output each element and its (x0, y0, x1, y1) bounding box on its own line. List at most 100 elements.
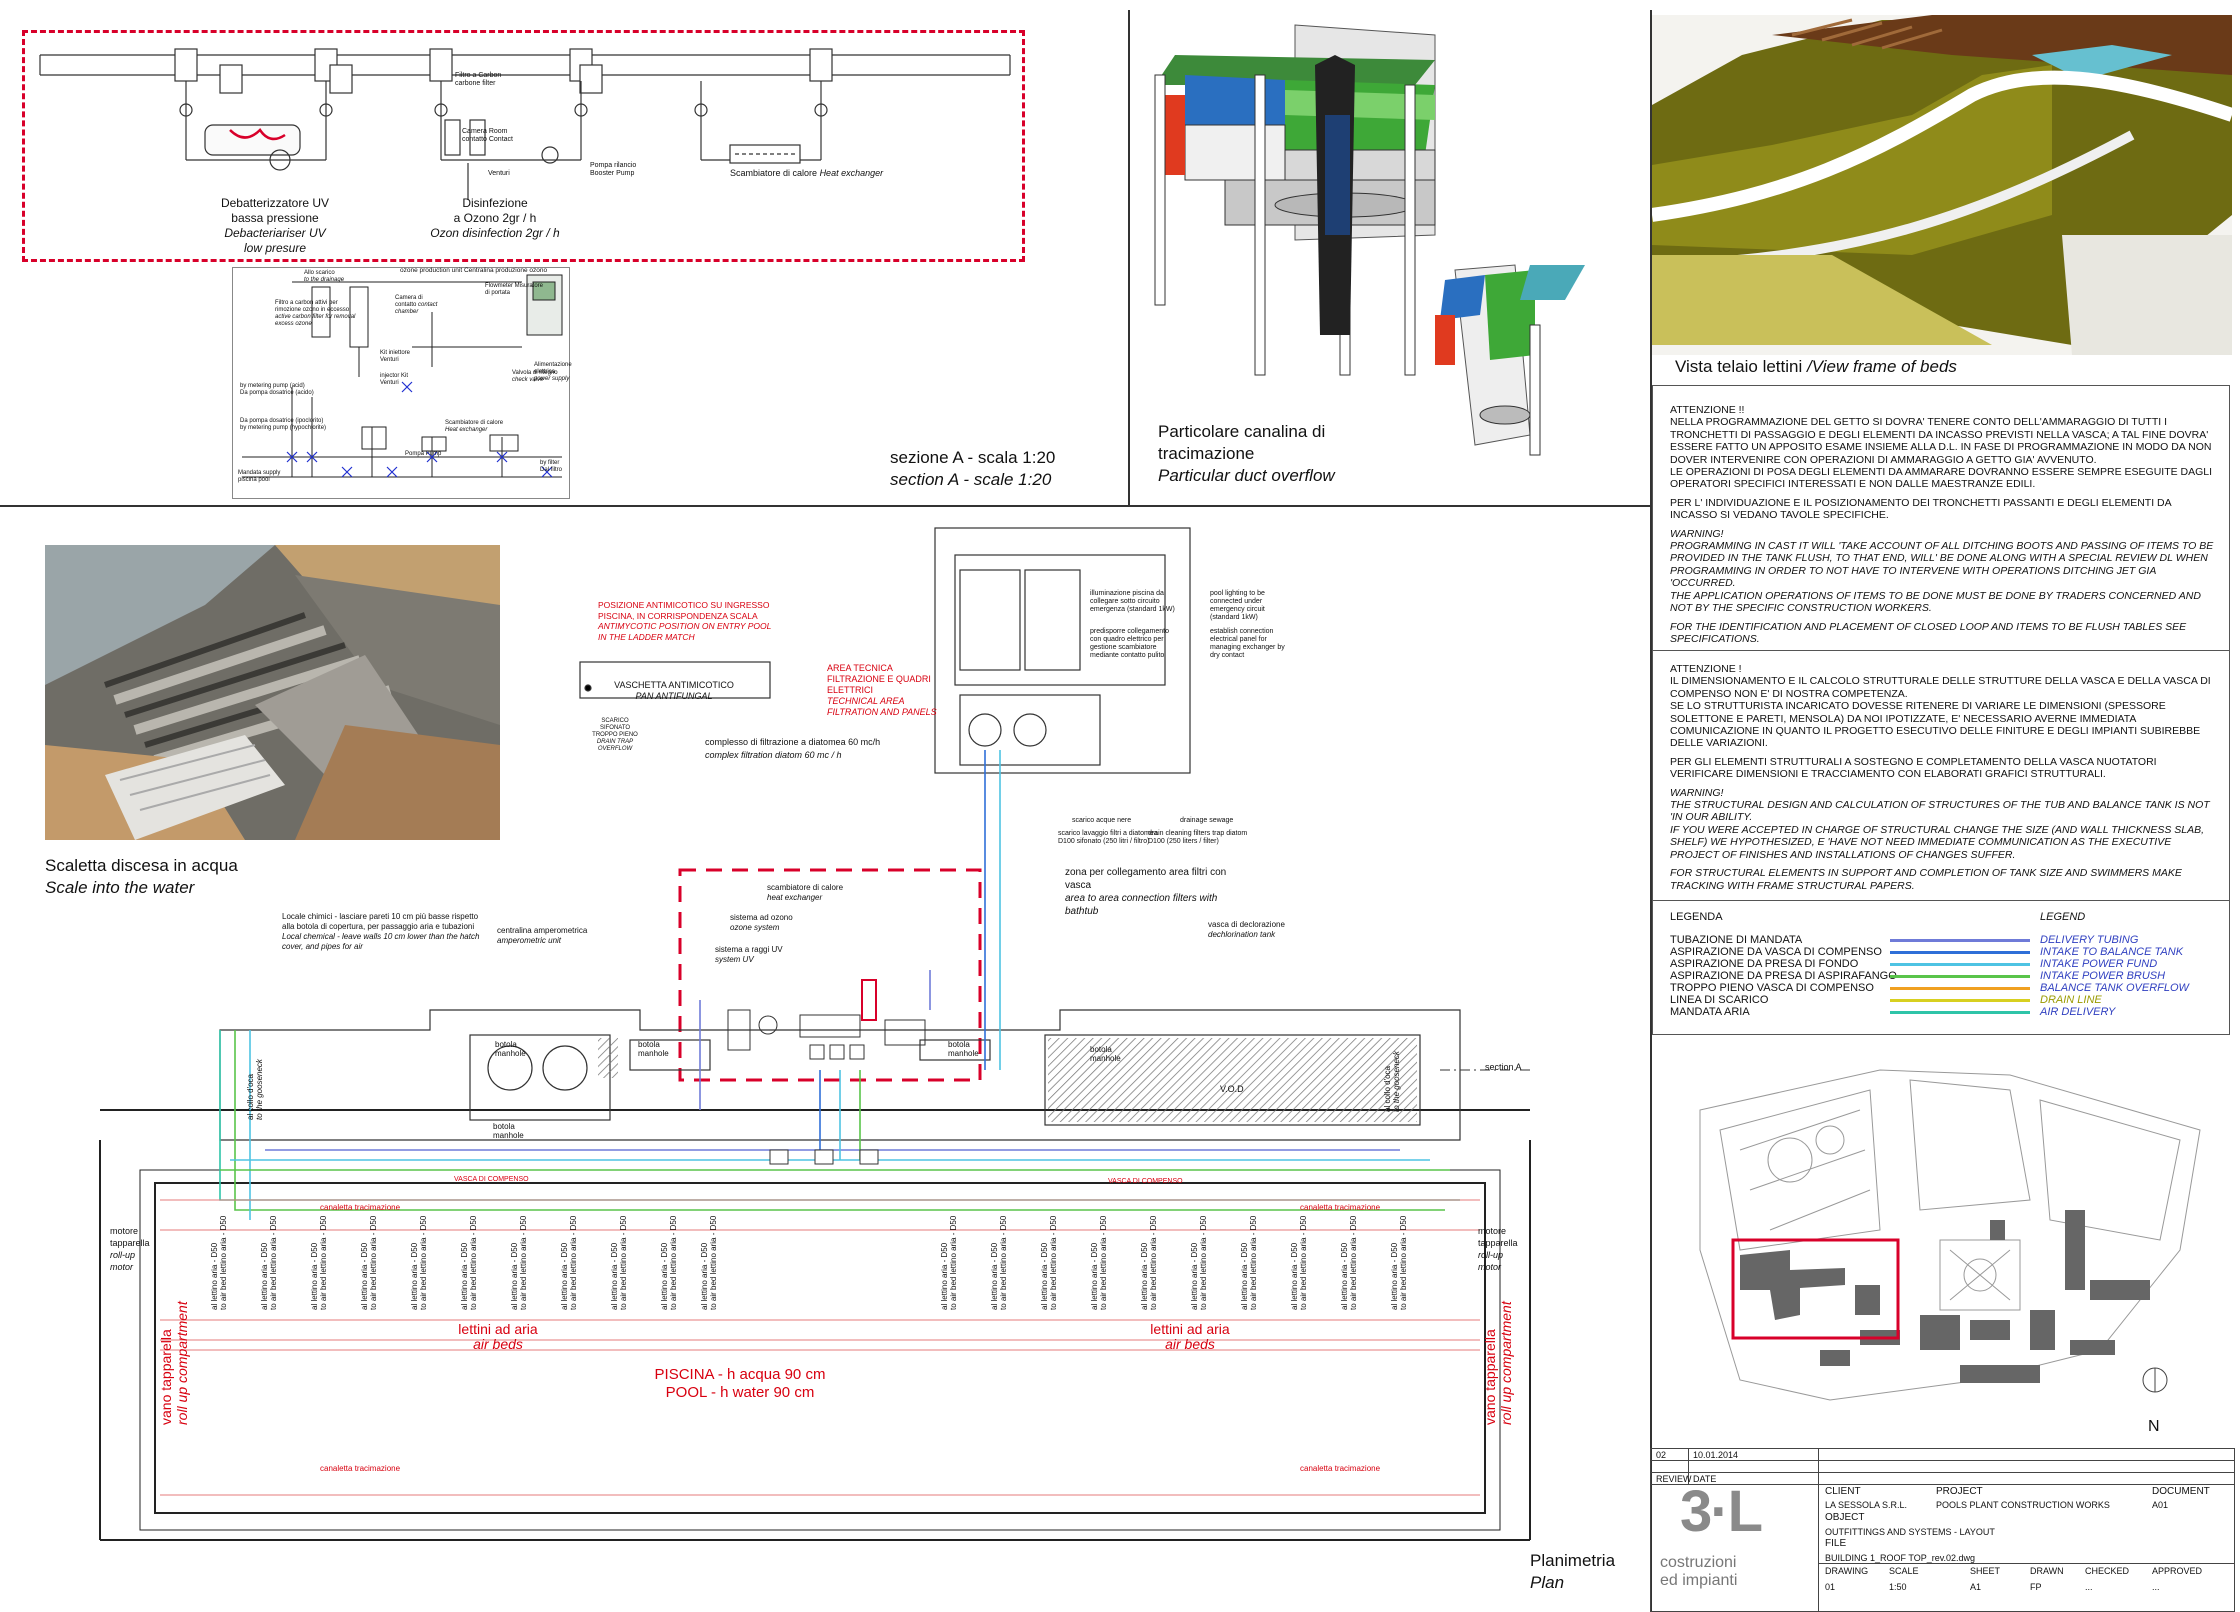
legend-line-swatch (1890, 963, 2030, 966)
legend-item-en: DRAIN LINE (2040, 994, 2102, 1006)
tb-hline-2 (1650, 1472, 2235, 1473)
legend-item-en: INTAKE POWER BRUSH (2040, 970, 2166, 982)
divider-vertical-2 (1650, 10, 1652, 1612)
notes-block-2: ATTENZIONE ! IL DIMENSIONAMENTO E IL CAL… (1670, 663, 2211, 892)
plan-lighting-note-en: pool lighting to be connected under emer… (1210, 590, 1265, 621)
plan-panel-note-en: establish connection electrical panel fo… (1210, 628, 1285, 659)
label-venturi: Venturi (488, 170, 510, 177)
plan-black-water: scarico acque nere (1072, 817, 1132, 824)
ozone-schematic-drawing (242, 274, 563, 478)
plan-channel-bottom-right: canaletta tracimazione (1300, 1464, 1381, 1473)
ladder-caption: Scaletta discesa in acqua Scale into the… (45, 856, 238, 897)
legend-item-it: ASPIRAZIONE DA VASCA DI COMPENSO (1670, 946, 1882, 958)
plan-drainage-sewage: drainage sewage (1180, 817, 1234, 824)
legend-line-swatch (1890, 975, 2030, 978)
ozone-booster: Pompa Pump (405, 451, 442, 457)
plan-channel-top-right: canaletta tracimazione (1300, 1203, 1381, 1212)
legend-item-it: MANDATA ARIA (1670, 1006, 1750, 1018)
tb-vline-2 (1818, 1448, 1819, 1612)
plan-filter-complex: complesso di filtrazione a diatomea 60 m… (705, 737, 881, 760)
plan-wash-drain-en: drain cleaning filters trap diatom D100 … (1148, 830, 1248, 845)
tb-project: POOLS PLANT CONSTRUCTION WORKS (1936, 1500, 2110, 1510)
legend-item-en: BALANCE TANK OVERFLOW (2040, 982, 2189, 994)
beds-frame-render (1652, 15, 2232, 355)
plan-channel-top-left: canaletta tracimazione (320, 1203, 401, 1212)
legend-title-it: LEGENDA (1670, 911, 1723, 923)
company-logo-sub2: ed impianti (1660, 1572, 1738, 1589)
tb-object: OUTFITTINGS AND SYSTEMS - LAYOUT (1825, 1527, 1995, 1537)
tb-scale: 1:50 (1889, 1582, 1907, 1592)
tb-approved: ... (2152, 1582, 2160, 1592)
ozone-filter-note: Filtro a carbon attivi per rimozione ozo… (275, 300, 356, 327)
ozone-contact: Camera di contatto contact chamber (395, 295, 438, 315)
tb-document: A01 (2152, 1500, 2169, 1510)
plan-balance-tank-right: VASCA DI COMPENSO (1108, 1178, 1183, 1185)
ozone-kit: Kit iniettore Venturi (380, 350, 411, 363)
plan-balance-tank-left: VASCA DI COMPENSO (454, 1176, 529, 1183)
notes-divider-2 (1652, 900, 2230, 901)
plan-drain-trap: SCARICO SIFONATO TROPPO PIENO DRAIN TRAP… (592, 718, 638, 752)
tb-checked: ... (2085, 1582, 2093, 1592)
legend-line-swatch (1890, 999, 2030, 1002)
tb-rev: 02 (1656, 1450, 1667, 1460)
ozone-power: Alimentazione elettrica power supply (534, 362, 572, 382)
section-a-caption: sezione A - scala 1:20 section A - scale… (890, 448, 1056, 489)
plan-panel-note: predisporre collegamento con quadro elet… (1090, 628, 1169, 659)
tb-hline-4 (1818, 1563, 2235, 1564)
tb-drawing-label: DRAWING (1825, 1566, 1869, 1576)
ozone-dosing-acid: by metering pump (acid)Da pompa dosatric… (240, 383, 314, 396)
tb-object-label: OBJECT (1825, 1512, 1865, 1523)
tb-date-label: DATE (1693, 1474, 1717, 1484)
plan-vod: V.O.D (1220, 1084, 1244, 1094)
label-heat-exchanger: Scambiatore di calore Heat exchanger (730, 168, 884, 178)
tb-sheet: A1 (1970, 1582, 1982, 1592)
duct-caption: Particolare canalina di tracimazione Par… (1158, 422, 1335, 485)
tb-sheet-label: SHEET (1970, 1566, 2001, 1576)
legend-line-swatch (1890, 987, 2030, 990)
company-logo: 3·L (1680, 1479, 1763, 1544)
legend-line-swatch (1890, 951, 2030, 954)
tb-review-label: REVIEW (1656, 1474, 1692, 1484)
notes-frame (1652, 385, 2230, 1035)
ozone-schematic-title: ozone production unit Centralina produzi… (400, 267, 548, 274)
plan-lighting-note: illuminazione piscina da collegare sotto… (1090, 590, 1175, 613)
tb-client: LA SESSOLA S.R.L. (1825, 1500, 1908, 1510)
company-logo-sub1: costruzioni (1660, 1554, 1737, 1571)
tb-approved-label: APPROVED (2152, 1566, 2203, 1576)
plan-drawing (99, 527, 1531, 1541)
tb-drawn-label: DRAWN (2030, 1566, 2064, 1576)
ozone-injector: injector Kit Venturi (380, 373, 409, 386)
notes-divider-1 (1652, 650, 2230, 651)
site-map (1699, 1069, 2201, 1401)
